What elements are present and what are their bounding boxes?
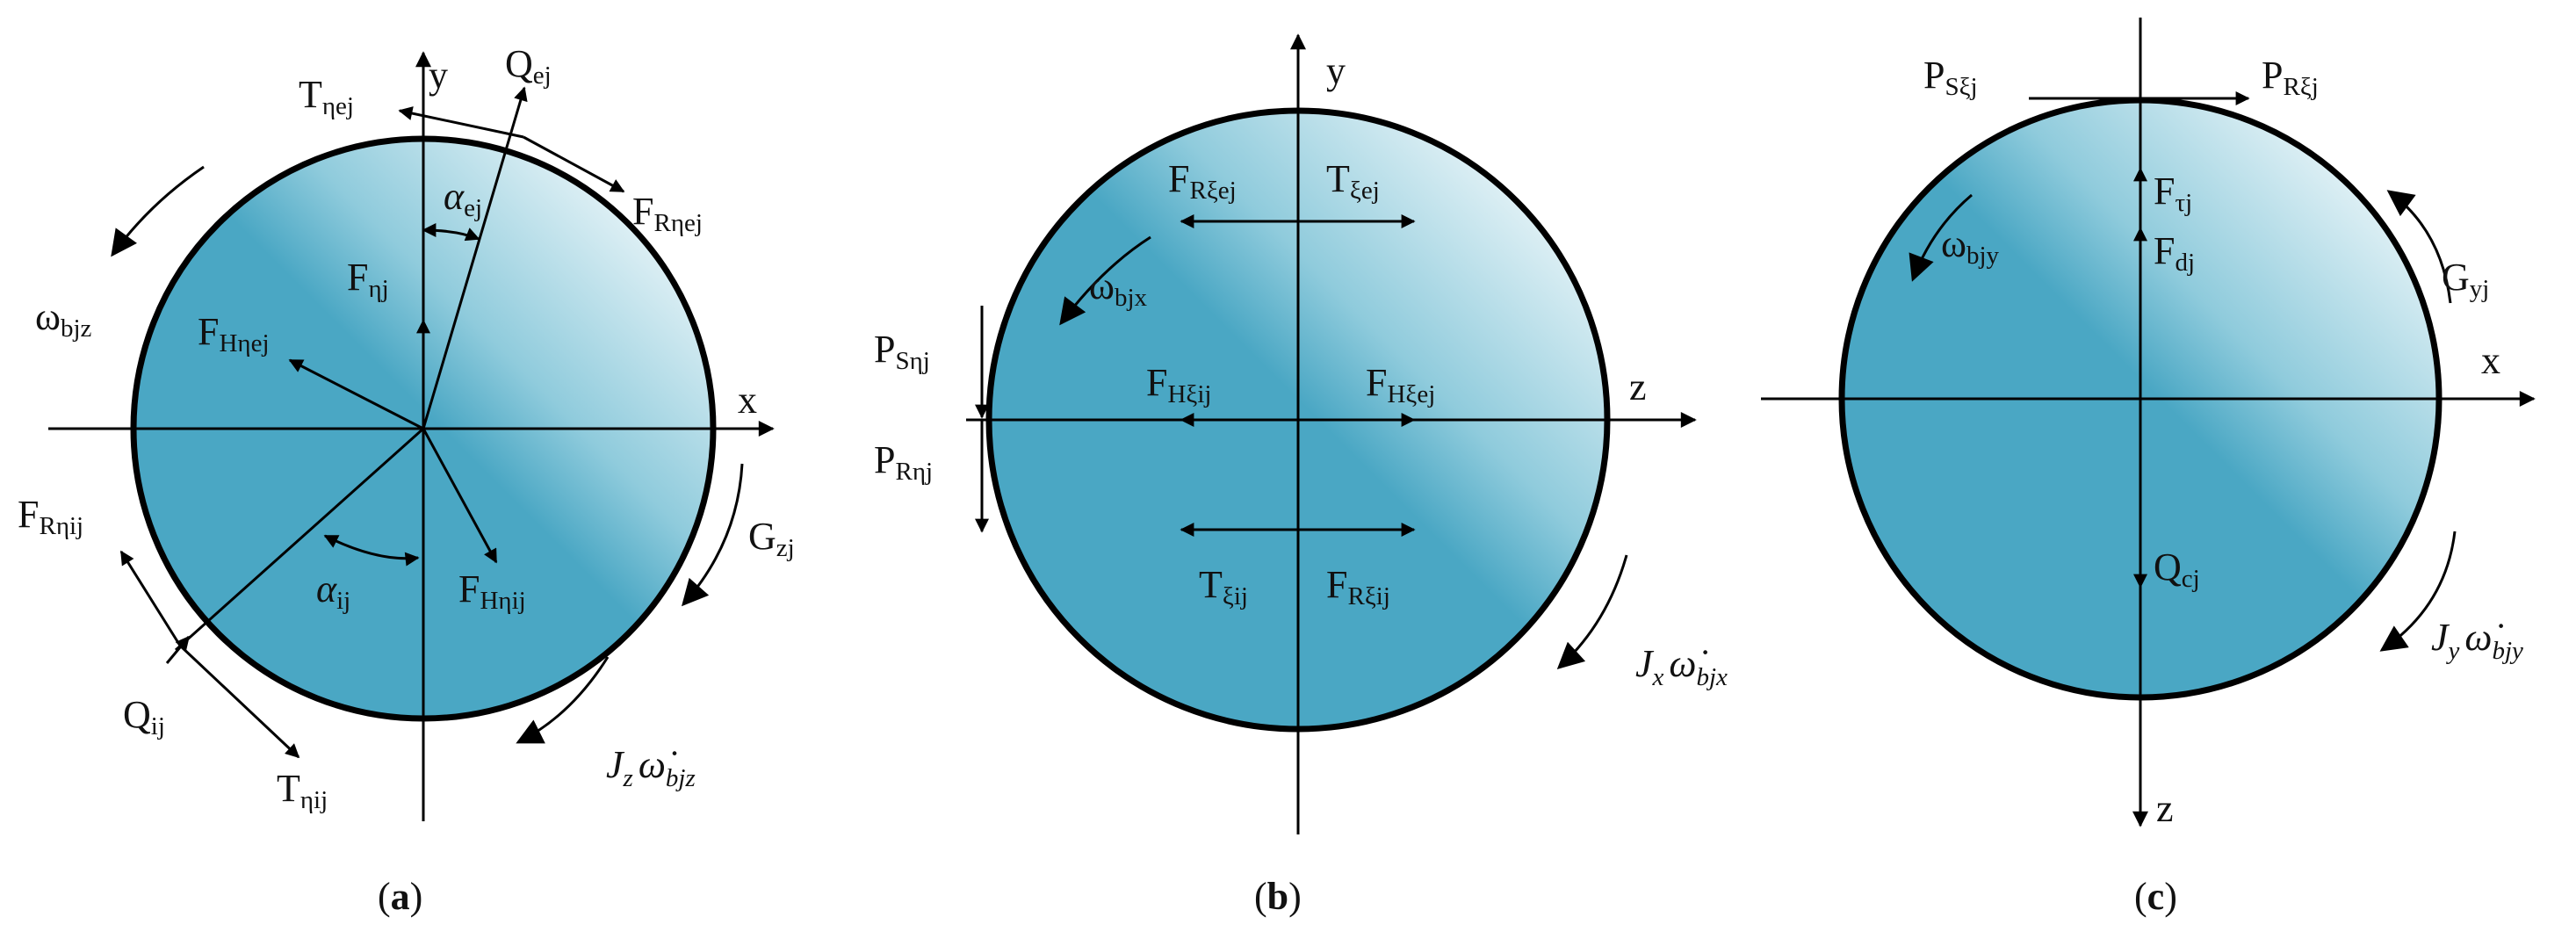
f-r-eta-ij-arrow (119, 550, 182, 646)
label-f-tau-j: Fτj (2154, 170, 2192, 217)
contact-line-ej (422, 86, 528, 430)
label-p-s-eta-j: PSηj (874, 328, 930, 375)
label-t-eta-ej: Tηej (299, 73, 354, 120)
alpha-ij-arc (323, 534, 420, 567)
label-g-zj: Gzj (748, 515, 795, 562)
y-axis-label-a: y (429, 54, 448, 97)
label-f-r-eta-ej: FRηej (632, 190, 703, 237)
g-zj-rotation-arrow (682, 463, 744, 607)
label-t-xi-ij: Tξij (1199, 563, 1248, 610)
label-q-ej: Qej (505, 42, 552, 90)
alpha-ej-arc (422, 223, 480, 242)
caption-a: (a) (378, 875, 422, 918)
omega-bjy-rotation-arrow (1909, 193, 1973, 282)
z-axis-label-b: z (1629, 365, 1647, 408)
caption-b: (b) (1254, 875, 1302, 918)
f-h-eta-ej-arrow (288, 358, 424, 430)
label-f-r-xi-ij: FRξij (1326, 563, 1390, 610)
label-f-dj: Fdj (2154, 229, 2195, 277)
label-f-h-eta-ej: FHηej (198, 310, 270, 357)
label-f-h-xi-ij: FHξij (1146, 361, 1211, 408)
j-x-rotation-arrow (1556, 554, 1628, 670)
label-t-eta-ij: Tηij (277, 767, 328, 814)
label-f-h-eta-ij: FHηij (458, 567, 526, 615)
label-t-xi-ej: Tξej (1326, 157, 1380, 205)
caption-c: (c) (2134, 875, 2177, 918)
label-q-ij: Qij (123, 693, 165, 740)
omega-bjx-rotation-arrow (1059, 235, 1151, 326)
label-p-r-xi-j: PRξj (2262, 54, 2319, 101)
q-ij-arrow (165, 635, 191, 664)
label-f-r-xi-ej: FRξej (1168, 157, 1237, 205)
label-f-h-xi-ej: FHξej (1366, 361, 1435, 408)
label-g-yj: Gyj (2442, 256, 2489, 303)
label-p-r-eta-j: PRηj (874, 438, 933, 486)
x-axis-label-c: x (2481, 339, 2500, 382)
label-f-eta-j: Fηj (347, 256, 389, 303)
t-eta-ij-arrow (178, 644, 300, 759)
panel-b: y z FRξej Tξej ωbjx PSηj FHξij FHξej PRη… (874, 33, 1728, 918)
omega-bjz-rotation-arrow (111, 165, 205, 257)
contact-line-ij (175, 427, 424, 652)
label-omega-bjx: ωbjx (1089, 264, 1148, 312)
label-omega-bjz: ωbjz (35, 295, 92, 343)
z-axis-label-c: z (2156, 787, 2174, 830)
t-eta-ej-arrow (398, 106, 524, 139)
j-y-rotation-arrow (2379, 531, 2457, 652)
label-alpha-ij: αij (316, 567, 350, 615)
g-yj-rotation-arrow (2386, 190, 2452, 304)
f-h-eta-ij-arrow (422, 428, 498, 564)
f-r-eta-ej-arrow (523, 135, 625, 193)
y-axis-label-b: y (1326, 49, 1346, 92)
label-p-s-xi-j: PSξj (1923, 54, 1978, 101)
label-f-r-eta-ij: FRηij (18, 493, 83, 540)
x-axis-label-a: x (738, 379, 757, 422)
label-omega-bjy: ωbjy (1941, 222, 2000, 270)
label-alpha-ej: αej (444, 175, 482, 222)
j-z-rotation-arrow (516, 656, 610, 744)
panel-a: y x Tηej Qej αej FRηej ωbjz Fηj FHηej FR… (18, 42, 795, 918)
label-q-cj: Qcj (2154, 545, 2200, 593)
